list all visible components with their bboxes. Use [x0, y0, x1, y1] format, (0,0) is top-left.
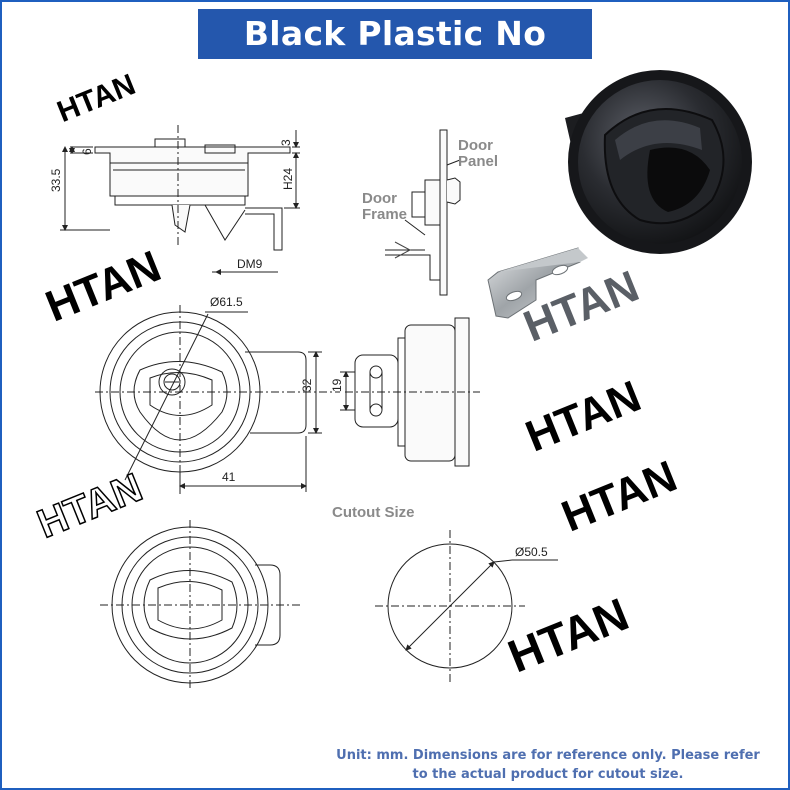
dimension-32: 32: [300, 378, 314, 392]
dimension-19: 19: [330, 378, 344, 392]
mounting-view-drawing: [385, 129, 461, 296]
cutout-drawing: [375, 530, 558, 685]
side-section-drawing: [340, 317, 480, 467]
title-banner: Black Plastic No Lock: [198, 9, 592, 103]
dimension-h24: H24: [281, 168, 295, 190]
product-photo-handle: [565, 70, 752, 254]
bottom-front-view-drawing: [100, 520, 300, 690]
cutout-size-label: Cutout Size: [332, 504, 415, 521]
dimension-dm9: DM9: [237, 257, 263, 271]
product-photo-bracket: [487, 247, 588, 319]
dimension-6: 6: [80, 148, 94, 155]
dimension-41: 41: [222, 470, 236, 484]
side-view-drawing: [60, 125, 300, 275]
dimension-33-5: 33.5: [49, 168, 63, 192]
dimension-diameter-61-5: Ø61.5: [210, 295, 243, 309]
dimension-diameter-50-5: Ø50.5: [515, 545, 548, 559]
dimension-note: Unit: mm. Dimensions are for reference o…: [336, 748, 760, 782]
dimension-3: 3: [279, 139, 293, 146]
front-view-drawing: [95, 305, 340, 495]
